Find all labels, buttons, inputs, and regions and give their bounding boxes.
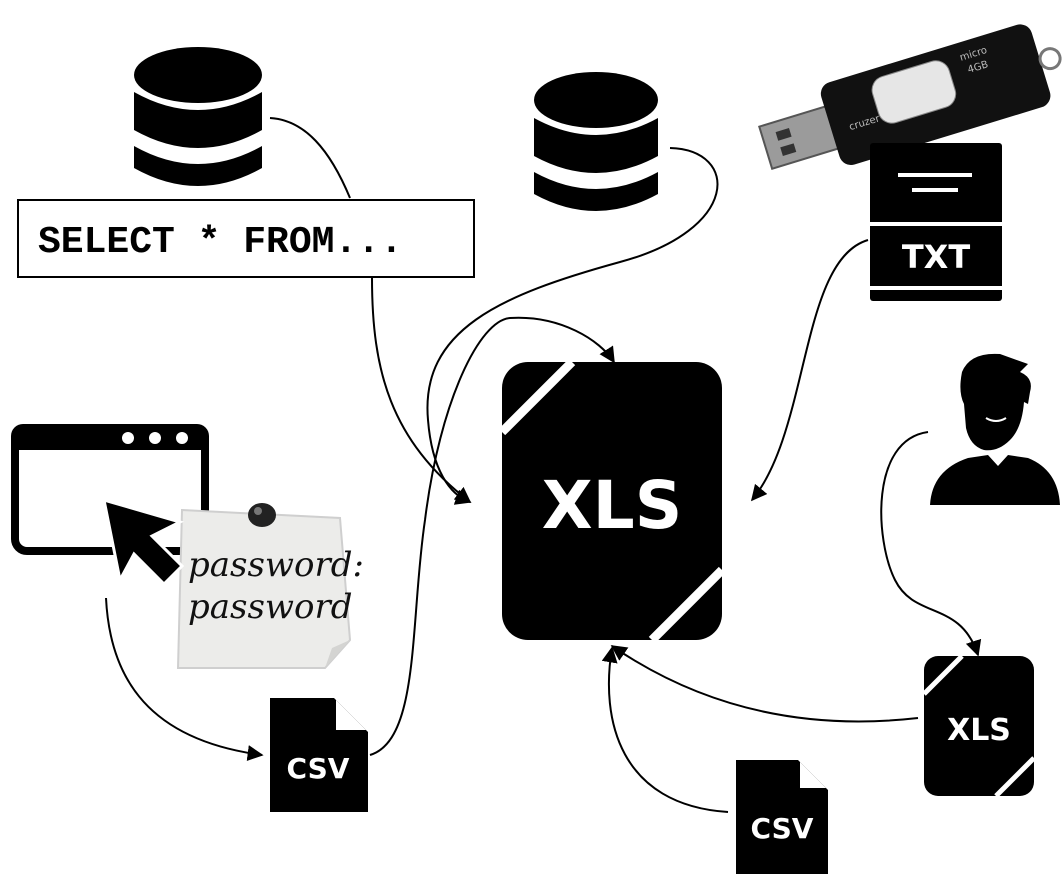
connectors — [105, 117, 982, 813]
csv-file-icon: CSV — [736, 760, 828, 874]
xls-small-label: XLS — [947, 713, 1011, 748]
note-line-2: password — [188, 587, 353, 627]
usb-drive-icon: cruzer micro 4GB — [758, 24, 1062, 170]
connector-browser-to-csv — [105, 597, 264, 762]
main-xls-file-icon: XLS — [498, 358, 726, 644]
cursor-arrow-icon — [102, 497, 185, 587]
query-label: SELECT * FROM... — [38, 221, 403, 264]
database-icon — [534, 72, 658, 211]
connector-txt-to-xls — [750, 239, 869, 502]
csv-file-icon: CSV — [270, 698, 368, 812]
query-box: SELECT * FROM... — [17, 199, 475, 278]
password-note: password: password — [176, 508, 364, 669]
user-avatar-icon — [930, 353, 1060, 505]
txt-file-icon: TXT — [870, 143, 1002, 301]
user-face-detail — [985, 417, 1007, 422]
connector-xls-small-to-xls — [610, 645, 919, 723]
main-xls-label: XLS — [542, 467, 682, 544]
pushpin-icon — [248, 503, 276, 527]
txt-label: TXT — [902, 238, 971, 276]
connector-user-to-xls-small — [880, 431, 982, 657]
xls-file-icon: XLS — [922, 654, 1036, 798]
connector-csv-bottom-to-xls — [601, 646, 729, 813]
note-line-1: password: — [188, 545, 364, 585]
csv-left-label: CSV — [287, 752, 350, 785]
connector-csv-to-xls — [369, 316, 615, 756]
connector-db1-to-query — [269, 117, 351, 199]
csv-bottom-label: CSV — [751, 812, 814, 845]
database-icon — [134, 47, 262, 186]
